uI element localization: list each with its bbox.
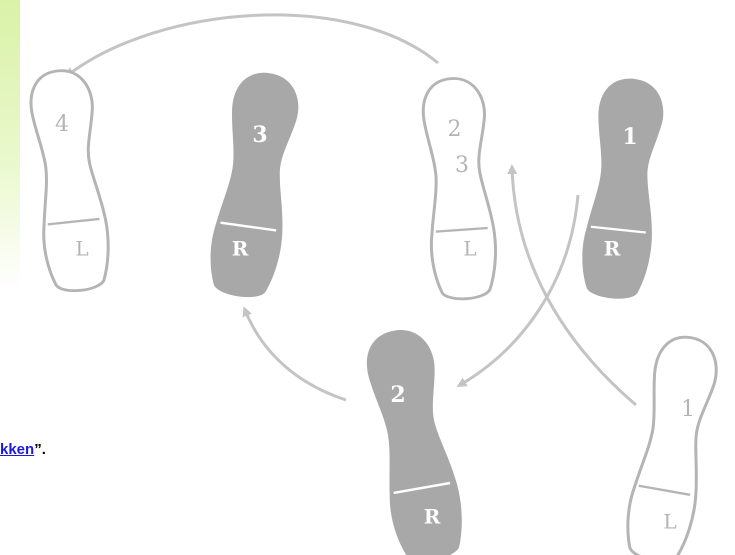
footprint-top-right-r xyxy=(577,75,669,302)
text-link[interactable]: kken xyxy=(0,441,35,458)
arrow-cross-to-bottom-r xyxy=(456,194,580,388)
foot-letter-top-left: L xyxy=(75,237,88,261)
footprint-bottom-r xyxy=(359,324,470,555)
step-number-bottom-right: 1 xyxy=(681,397,695,422)
step-number-top-right: 1 xyxy=(622,124,637,150)
step-number-top-r: 3 xyxy=(252,122,267,148)
text-fragment: kken”. xyxy=(0,441,46,458)
foot-letter-bottom-r: R xyxy=(424,505,441,529)
foot-letter-top-right: R xyxy=(604,237,621,261)
step-number-top-mid: 2 3 xyxy=(448,117,470,178)
footprint-top-left-l xyxy=(24,65,115,296)
footprint-top-r xyxy=(204,68,305,302)
green-accent-strip xyxy=(0,0,20,290)
arrow-bottom-to-top-r xyxy=(242,306,347,402)
arrow-top-arc xyxy=(64,13,439,78)
foot-letter-top-mid: L xyxy=(463,237,476,261)
step-number-top-left: 4 xyxy=(55,112,69,137)
arrow-cross-to-top-mid-l xyxy=(507,164,637,407)
foot-letter-top-r: R xyxy=(232,237,249,261)
footprint-top-mid-l xyxy=(418,74,501,303)
foot-letter-bottom-right: L xyxy=(663,510,676,534)
text-fragment-trailing: ”. xyxy=(34,441,46,458)
step-number-bottom-r: 2 xyxy=(390,382,405,408)
footprint-bottom-right-l xyxy=(619,330,725,555)
